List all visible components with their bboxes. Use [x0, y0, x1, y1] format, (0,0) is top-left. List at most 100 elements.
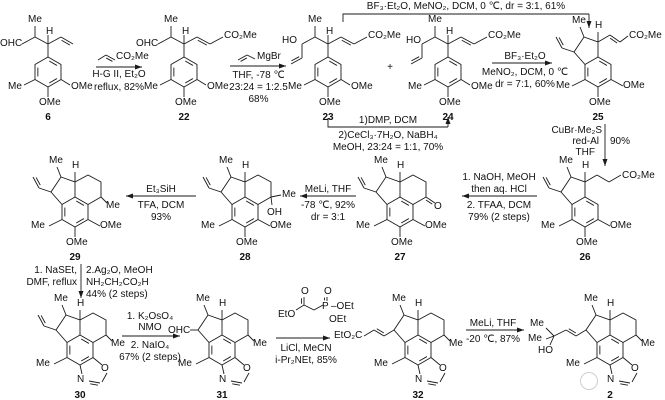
- bond: [101, 372, 108, 383]
- bond: [34, 36, 49, 45]
- aromatic-bond: [448, 78, 458, 84]
- double-bond: [37, 314, 45, 327]
- atom-label: EtO: [278, 309, 296, 320]
- bond: [209, 36, 224, 45]
- six-membered-ring: [79, 312, 107, 343]
- bond: [545, 327, 555, 337]
- double-bond: [341, 39, 352, 46]
- bond: [92, 357, 103, 366]
- benzene-ring: [66, 334, 94, 366]
- atom-label: OMe: [66, 237, 88, 248]
- double-bond: [35, 177, 41, 186]
- aromatic-bond: [222, 356, 232, 362]
- bond: [383, 329, 395, 337]
- double-bond: [460, 36, 475, 45]
- bond: [583, 357, 598, 365]
- reagent-text: MeLi, THF: [304, 184, 352, 195]
- reagent-text: 90%: [610, 136, 631, 147]
- double-bond: [555, 36, 563, 49]
- six-membered-ring: [244, 174, 272, 205]
- reagent-text: -20 ℃, 87%: [465, 334, 521, 345]
- atom-label: CO₂Me: [488, 30, 521, 41]
- watermark-logo-icon: [580, 372, 598, 390]
- atom-label: HO: [538, 345, 553, 356]
- bond: [558, 219, 573, 227]
- double-bond: [609, 34, 621, 43]
- double-bond: [357, 176, 365, 189]
- arrowhead-icon: [517, 327, 524, 333]
- double-bond: [237, 54, 248, 61]
- atom-label: Me: [106, 200, 120, 211]
- bond: [591, 304, 597, 316]
- reagent-text: dr = 7:1, 60%: [495, 79, 555, 90]
- arrowhead-icon: [586, 21, 592, 28]
- benzene-ring: [34, 56, 62, 88]
- reagent-text: BF₃·Et₂O, MeNO₂, DCM, 0 ℃, dr = 3:1, 61%: [366, 1, 566, 12]
- benzene-ring: [314, 56, 342, 88]
- reagent-text: 1. NaSEt,: [34, 265, 77, 276]
- atom-label: H: [77, 298, 85, 309]
- bond: [353, 36, 368, 45]
- bond: [363, 187, 377, 193]
- atom-label: Me: [144, 81, 158, 92]
- atom-label: H: [397, 160, 405, 171]
- double-bond: [291, 56, 300, 62]
- double-bond: [197, 39, 208, 46]
- aromatic-bond: [598, 78, 608, 84]
- reagent-text: 1. K₂OsO₄: [126, 311, 174, 322]
- benzene-ring: [386, 196, 414, 228]
- atom-label: H: [607, 298, 615, 309]
- atom-label: OMe: [610, 220, 632, 231]
- bond: [631, 372, 638, 383]
- bond: [391, 357, 406, 365]
- reagent-text: -78 ℃, 92%: [300, 200, 356, 211]
- arrowhead-icon: [78, 291, 84, 298]
- arrowhead-icon: [462, 193, 469, 199]
- bond: [473, 36, 488, 45]
- aromatic-bond: [448, 60, 458, 66]
- five-membered-ring: [585, 314, 611, 343]
- double-bond: [105, 54, 116, 61]
- reagent-text: 93%: [150, 212, 172, 223]
- double-bond: [240, 57, 248, 62]
- double-bond: [290, 57, 303, 65]
- aromatic-bond: [418, 338, 428, 344]
- atom-label: Me: [8, 81, 22, 92]
- atom-label: O: [243, 363, 251, 374]
- atom-label: Me: [36, 358, 50, 369]
- bond: [571, 79, 586, 87]
- atom-label: H: [415, 298, 423, 309]
- atom-label: OMe: [391, 237, 413, 248]
- bond: [373, 219, 388, 227]
- reagent-text: dr = 3:1: [310, 212, 346, 223]
- atom-label: N: [77, 374, 85, 385]
- bond: [270, 196, 273, 206]
- bond: [381, 166, 387, 178]
- bond: [313, 304, 324, 311]
- atom-label: Me: [541, 220, 555, 231]
- bond: [596, 174, 610, 183]
- bond: [439, 372, 446, 383]
- atom-label: Me: [356, 220, 370, 231]
- double-bond: [40, 315, 46, 324]
- bond: [60, 79, 71, 86]
- reagent-text: BF₃·Et₂O: [504, 51, 546, 62]
- atom-label: Me: [219, 155, 233, 166]
- atom-label: OMe: [207, 81, 229, 92]
- bond: [159, 79, 172, 86]
- compound-number: 30: [74, 390, 86, 400]
- aromatic-bond: [245, 200, 255, 206]
- double-bond: [618, 380, 631, 384]
- double-bond: [232, 383, 240, 386]
- atom-label: HO: [282, 35, 297, 46]
- benzene-ring: [434, 56, 462, 88]
- aromatic-bond: [400, 218, 410, 224]
- bond: [622, 357, 633, 366]
- atom-label: H: [595, 20, 603, 31]
- atom-label: Me: [54, 293, 68, 304]
- atom-label: Me: [641, 338, 655, 349]
- atom-label: OMe: [175, 97, 197, 108]
- aromatic-bond: [245, 218, 255, 224]
- arrowhead-icon: [445, 117, 451, 124]
